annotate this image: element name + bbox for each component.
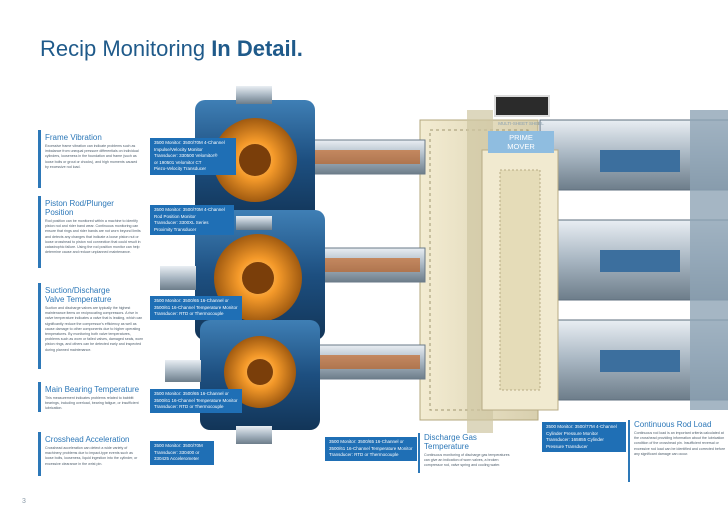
prime-mover-line1: PRIME <box>509 133 533 142</box>
title-regular: Recip Monitoring <box>40 36 212 61</box>
tag-line: Transducer: 330400 or <box>154 449 200 455</box>
frame-vibration-tag: 3500 Monitor: 3500/70M 4-Channel Impulse… <box>150 138 236 175</box>
continuous-rod-tag: 3500 Monitor: 3500/77M 4-Channel Cylinde… <box>542 422 626 452</box>
tag-line: 3500/61 16-Channel Temperature Monitor <box>329 445 413 451</box>
tag-line: or 190501 Velomitor CT <box>154 159 202 165</box>
continuous-rod-title: Continuous Rod Load <box>634 420 712 429</box>
frame-vibration-body: Excessive frame vibration can indicate p… <box>45 144 139 169</box>
discharge-gas-panel: Discharge Gas Temperature Continuous mon… <box>418 433 516 473</box>
tag-line: Transducer: 3300XL Series <box>154 220 209 225</box>
piston-rod-title: Piston Rod/Plunger Position <box>45 199 114 217</box>
piston-rod-body: Rod position can be monitored within a m… <box>45 219 141 255</box>
prime-mover-logo <box>494 95 550 117</box>
crosshead-panel: Crosshead Acceleration Crosshead acceler… <box>38 432 146 476</box>
tag-line: Transducer: RTD or Thermocouple <box>329 452 399 457</box>
tag-line: 3500 Monitor: 3500/70M <box>154 443 203 448</box>
frame-vibration-title: Frame Vibration <box>45 133 102 142</box>
main-bearing-tag: 3500 Monitor: 3500/65 16-Channel or 3500… <box>150 389 242 413</box>
tag-line: Transducer: 330500 Velomitor® <box>154 153 218 158</box>
tag-line: Cylinder Pressure Monitor <box>546 430 599 436</box>
tag-line: Impulse/Velocity Monitor <box>154 146 203 152</box>
suction-discharge-body: Suction and discharge valves are typical… <box>45 306 144 352</box>
prime-mover-name: PRIME MOVER <box>488 131 554 153</box>
suction-discharge-panel: Suction/Discharge Valve Temperature Suct… <box>38 283 148 369</box>
tag-line: Transducer: RTD or Thermocouple <box>154 404 224 409</box>
main-bearing-panel: Main Bearing Temperature This measuremen… <box>38 382 148 412</box>
discharge-gas-body: Continuous monitoring of discharge gas t… <box>424 453 510 468</box>
tag-line: 3500 Monitor: 3500/65 16-Channel or <box>329 439 404 444</box>
prime-mover-line2: MOVER <box>507 142 535 151</box>
suction-discharge-title: Suction/Discharge <box>45 286 110 295</box>
continuous-rod-body: Continuous rod load is an important crit… <box>634 431 726 456</box>
tag-line: 330425 Accelerometer <box>154 456 200 461</box>
suction-discharge-title2: Valve Temperature <box>45 295 112 304</box>
tag-line: 3500/61 16-Channel Temperature Monitor <box>154 304 238 310</box>
main-bearing-title: Main Bearing Temperature <box>45 385 140 394</box>
tag-line: 3500 Monitor: 3500/65 16-Channel or <box>154 298 229 303</box>
discharge-gas-title: Discharge Gas Temperature <box>424 433 477 451</box>
page-title: Recip Monitoring In Detail. <box>40 36 303 62</box>
main-bearing-body: This measurement indicates problems rela… <box>45 396 139 411</box>
tag-line: Rod Position Monitor <box>154 213 196 219</box>
discharge-gas-tag: 3500 Monitor: 3500/65 16-Channel or 3500… <box>325 437 417 461</box>
suction-discharge-tag: 3500 Monitor: 3500/65 16-Channel or 3500… <box>150 296 242 320</box>
continuous-rod-panel: Continuous Rod Load Continuous rod load … <box>628 420 726 482</box>
tag-line: 3500/61 16-Channel Temperature Monitor <box>154 397 238 403</box>
crosshead-tag: 3500 Monitor: 3500/70M Transducer: 33040… <box>150 441 214 465</box>
tag-line: Transducer: 165855 Cylinder <box>546 437 604 442</box>
tag-line: Piezo-Velocity Transducer <box>154 166 207 171</box>
tag-line: 3500 Monitor: 3500/77M 4-Channel <box>546 424 617 429</box>
tag-line: Proximity Transducer <box>154 226 197 232</box>
crosshead-body: Crosshead acceleration can detect a wide… <box>45 446 138 466</box>
crosshead-title: Crosshead Acceleration <box>45 435 130 444</box>
prime-mover-label: MULTI-SHEET SHEEL PRIME MOVER <box>488 95 554 155</box>
tag-line: 3500 Monitor: 3500/65 16-Channel or <box>154 391 229 396</box>
tag-line: Pressure Transducer <box>546 443 588 449</box>
piston-rod-tag: 3500 Monitor: 3500/70M 4-Channel Rod Pos… <box>150 205 234 235</box>
piston-rod-panel: Piston Rod/Plunger Position Rod position… <box>38 196 148 268</box>
tag-line: 3500 Monitor: 3500/70M 4-Channel <box>154 140 225 145</box>
tag-line: 3500 Monitor: 3500/70M 4-Channel <box>154 207 225 212</box>
page-number: 3 <box>22 498 26 505</box>
prime-mover-subtitle: MULTI-SHEET SHEEL <box>498 121 544 126</box>
title-bold: In Detail. <box>211 36 303 61</box>
tag-line: Transducer: RTD or Thermocouple <box>154 311 224 316</box>
frame-vibration-panel: Frame Vibration Excessive frame vibratio… <box>38 130 146 188</box>
